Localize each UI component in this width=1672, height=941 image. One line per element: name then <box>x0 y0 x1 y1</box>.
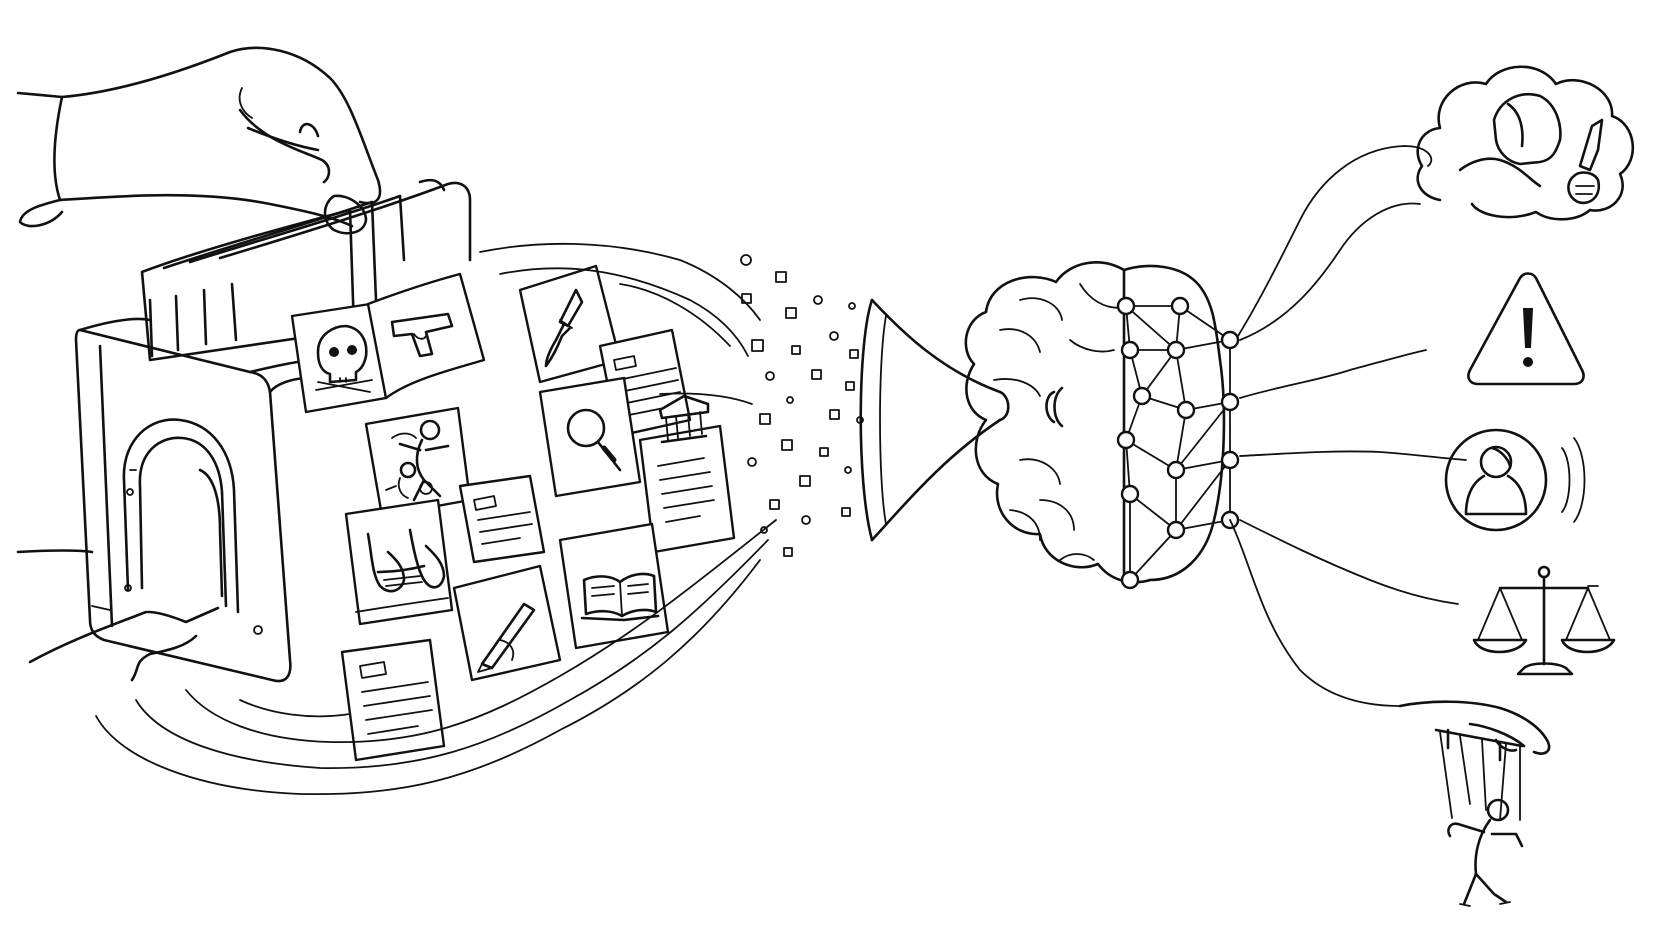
magnifier-icon <box>566 408 622 472</box>
warning-triangle-icon <box>1467 272 1585 386</box>
output-threads <box>1229 145 1467 707</box>
scales-of-justice-icon <box>1472 565 1616 676</box>
figures-scene-page <box>364 406 472 518</box>
pistol-page <box>366 272 486 400</box>
knife-icon <box>544 288 584 368</box>
flow-lines <box>95 242 777 796</box>
pistol-icon <box>390 312 454 358</box>
pen-page <box>452 564 562 682</box>
skull-page <box>290 302 388 414</box>
bound-hands-page <box>344 498 454 626</box>
magnifier-page <box>538 376 642 498</box>
courthouse-icon <box>658 394 710 444</box>
knife-icon <box>1567 118 1604 205</box>
book-page <box>558 522 670 650</box>
courthouse-page <box>638 394 736 554</box>
particle-stream <box>740 254 864 557</box>
text-document-c <box>340 638 446 762</box>
figures-scene <box>385 419 450 502</box>
brain-network <box>964 261 1240 590</box>
spilling-documents <box>290 264 736 762</box>
funnel <box>859 298 1064 542</box>
hand-reaching <box>16 46 382 235</box>
person-circle-icon <box>1444 428 1586 532</box>
bound-hands <box>355 528 449 613</box>
pen-icon <box>477 602 536 673</box>
puppeteer-hand-with-marionette <box>1398 700 1551 907</box>
network-nodes <box>1116 296 1240 590</box>
hooded-figure-with-knife <box>1416 65 1635 221</box>
text-document-b <box>458 474 546 564</box>
book-icon <box>580 572 660 622</box>
skull-icon <box>315 324 373 393</box>
